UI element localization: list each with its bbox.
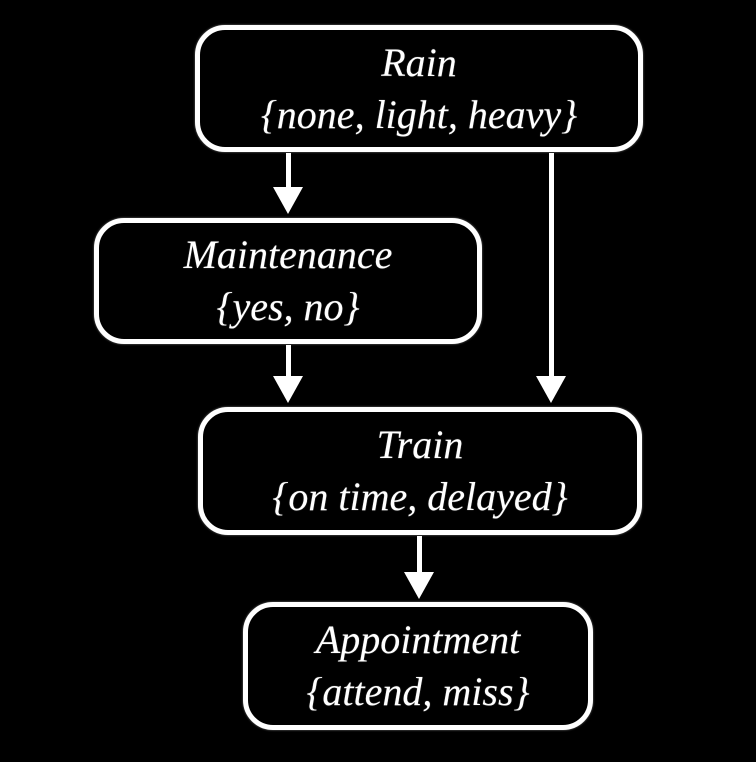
arrowhead-down-icon (273, 376, 303, 403)
arrowhead-down-icon (404, 572, 434, 599)
arrow-shaft (285, 345, 291, 376)
node-rain-title: Rain (381, 39, 457, 85)
node-rain: Rain {none, light, heavy} (195, 25, 643, 152)
arrow-shaft (285, 153, 291, 187)
node-rain-values: {none, light, heavy} (260, 91, 578, 137)
node-appointment-title: Appointment (315, 617, 521, 662)
node-maintenance-title: Maintenance (183, 232, 393, 277)
arrow-rain-to-maintenance (273, 153, 303, 214)
node-train-title: Train (376, 422, 464, 467)
node-appointment: Appointment {attend, miss} (243, 602, 593, 730)
arrow-rain-to-train (536, 153, 566, 403)
node-appointment-values: {attend, miss} (306, 669, 530, 714)
node-maintenance-values: {yes, no} (216, 284, 360, 329)
arrow-train-to-appointment (404, 536, 434, 599)
arrow-shaft (416, 536, 422, 572)
arrowhead-down-icon (273, 187, 303, 214)
arrow-maintenance-to-train (273, 345, 303, 403)
node-train: Train {on time, delayed} (198, 407, 642, 535)
node-maintenance: Maintenance {yes, no} (94, 218, 482, 344)
arrow-shaft (548, 153, 554, 376)
arrowhead-down-icon (536, 376, 566, 403)
node-train-values: {on time, delayed} (272, 474, 568, 519)
